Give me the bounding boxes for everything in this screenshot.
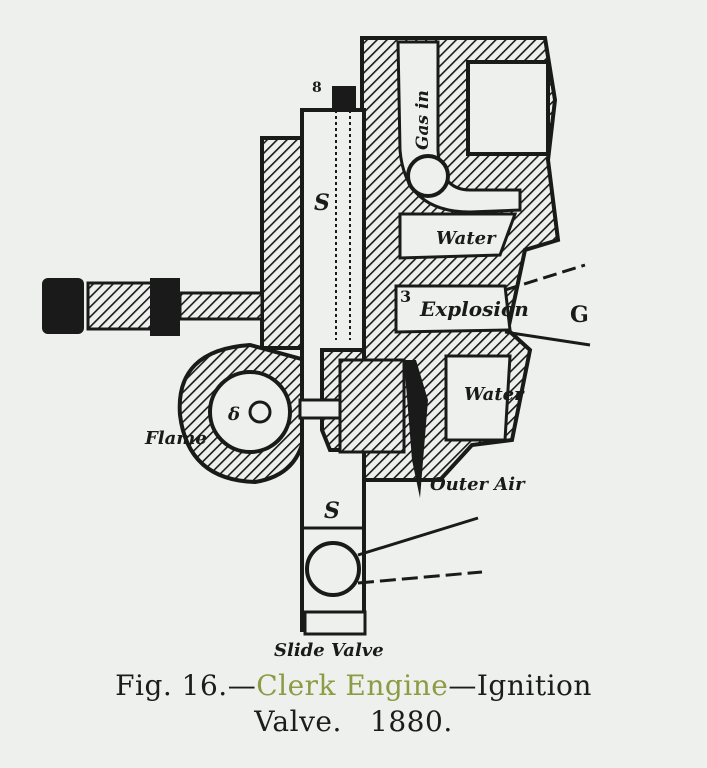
label-outer-air: Outer Air [430,474,526,495]
g-line-top [504,263,586,292]
outer-air-passage [404,360,428,498]
screw-cap [42,278,84,334]
valve-top-knob [332,86,356,108]
label-flame: Flame [144,428,207,449]
pin-line-bottom [357,570,483,585]
label-top-num: 8 [312,80,322,96]
upper-chamber [466,60,550,156]
water-jacket-lower [444,354,512,442]
spring-rod [178,291,264,321]
valve-pin [305,541,361,597]
label-water-lower: Water [464,384,525,405]
water-jacket-upper [398,212,518,260]
ignition-channel [298,398,344,420]
caption-line-1: Fig. 16.—Clerk Engine—Ignition [0,668,707,704]
inner-valve-block [338,358,406,454]
label-s-lower: S [324,498,340,524]
label-water-top: Water [436,228,497,249]
figure-caption: Fig. 16.—Clerk Engine—Ignition Valve. 18… [0,668,707,740]
flame-port [248,400,272,424]
label-flame-num: δ [227,404,240,425]
label-g: G [570,302,589,328]
label-gas-in: Gas in [413,90,433,150]
gas-valve-ball [406,154,450,198]
spring-housing [150,278,180,336]
label-explosion: Explosion [419,297,529,321]
pin-line-top [357,516,479,557]
caption-link-clerk-engine[interactable]: Clerk Engine [256,669,449,702]
label-explosion-num: 3 [400,287,411,306]
caption-suffix: —Ignition [448,669,592,702]
slide-base [303,610,367,636]
caption-prefix: Fig. 16.— [115,669,257,702]
left-post [260,136,304,350]
label-s-upper: S [314,190,330,216]
explosion-chamber [394,284,512,334]
g-line-bottom [504,330,591,347]
label-slide-valve: Slide Valve [274,640,384,661]
caption-line-2: Valve. 1880. [254,705,453,738]
